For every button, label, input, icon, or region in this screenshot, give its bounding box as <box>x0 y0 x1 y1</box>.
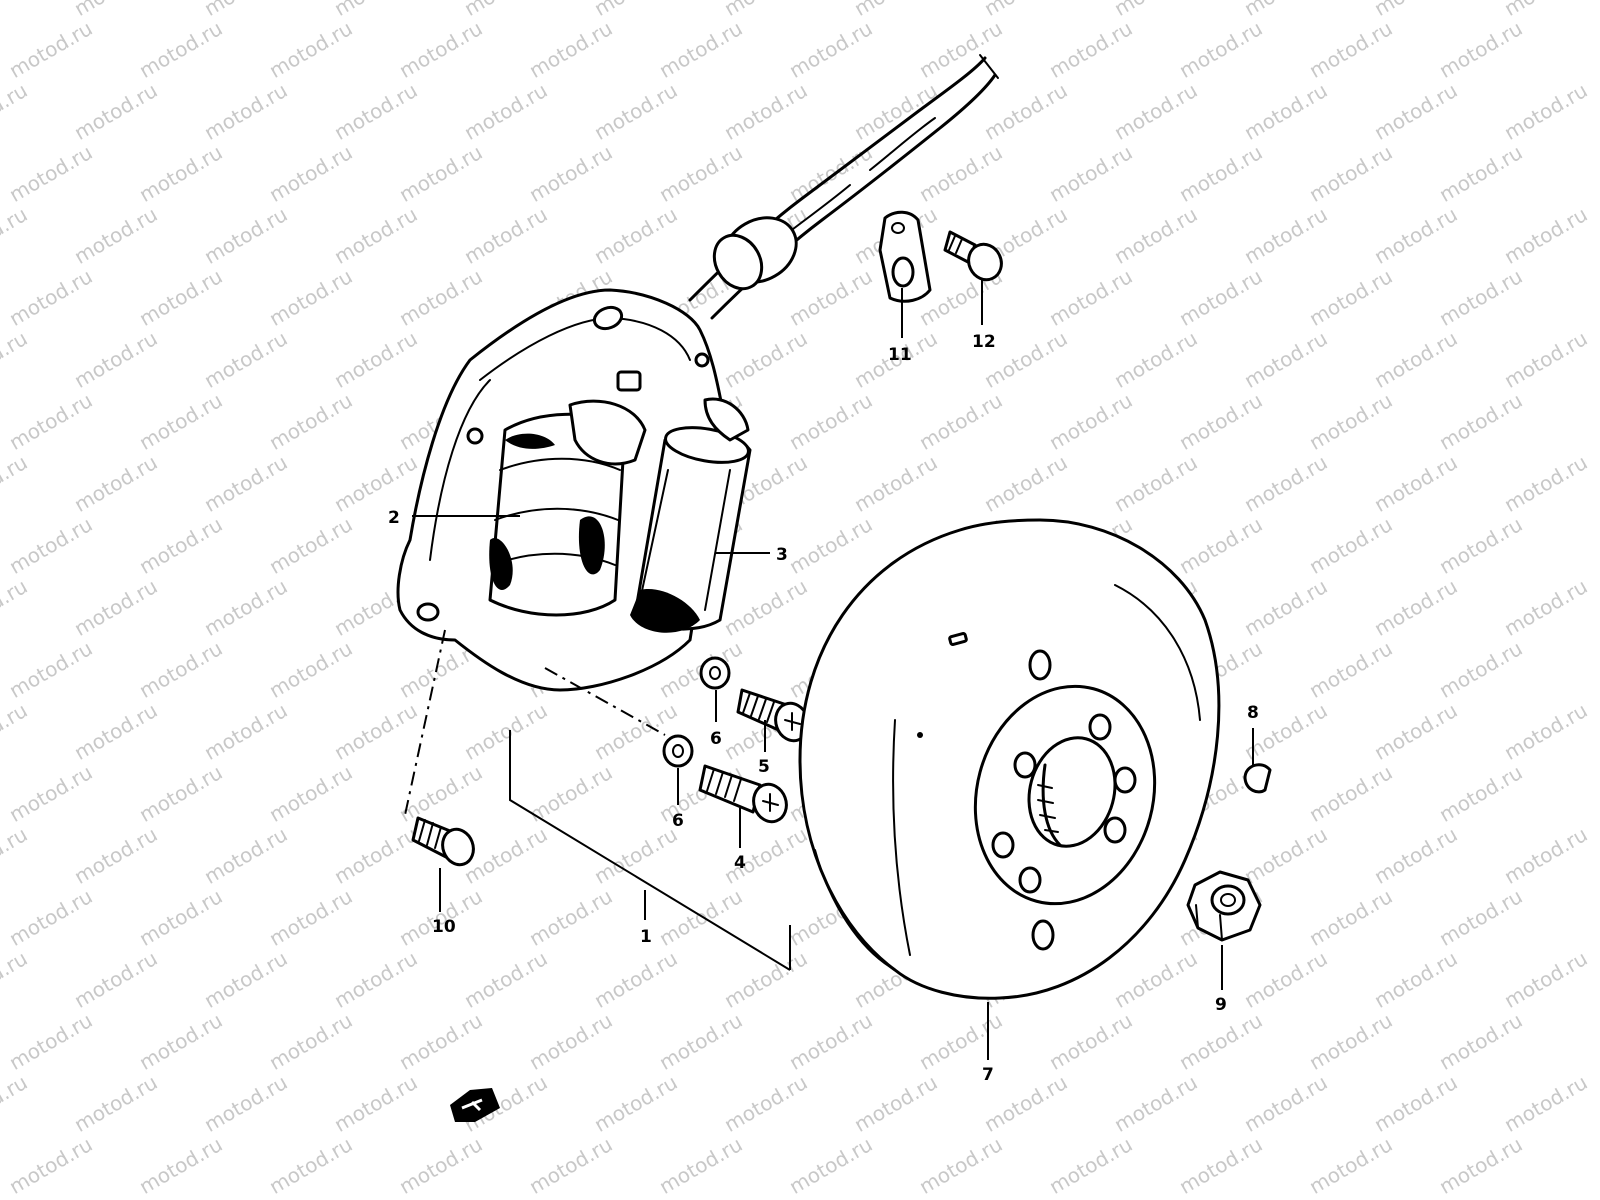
flywheel-rotor <box>798 518 1221 1000</box>
washer-lower <box>662 734 694 768</box>
callout-6-lower: 6 <box>672 811 684 831</box>
charging-coil <box>630 397 752 633</box>
screw-lower <box>698 764 788 824</box>
callout-12: 12 <box>972 332 996 352</box>
callout-8: 8 <box>1247 703 1259 723</box>
wire-harness <box>688 54 999 320</box>
clamp-bolt <box>943 230 1003 282</box>
callout-2: 2 <box>388 508 400 528</box>
callout-3: 3 <box>776 545 788 565</box>
callout-11: 11 <box>888 345 912 365</box>
callout-5: 5 <box>758 757 770 777</box>
callout-labels: 2 3 11 12 6 5 6 4 10 1 8 9 7 <box>388 332 1259 1085</box>
callout-6-upper: 6 <box>710 729 722 749</box>
callout-4: 4 <box>734 853 746 873</box>
callout-9: 9 <box>1215 995 1227 1015</box>
leader-lines <box>412 280 1254 1060</box>
woodruff-key <box>1243 763 1272 794</box>
callout-7: 7 <box>982 1065 994 1085</box>
screw-plate <box>411 816 475 867</box>
callout-1: 1 <box>640 927 652 947</box>
alignment-lines <box>404 629 666 816</box>
wire-clamp-bracket <box>878 210 932 303</box>
rotor-nut <box>1186 870 1262 942</box>
ignition-source-coil <box>488 399 647 617</box>
callout-10: 10 <box>432 917 456 937</box>
front-direction-arrow <box>450 1088 500 1122</box>
washer-upper <box>699 656 731 690</box>
